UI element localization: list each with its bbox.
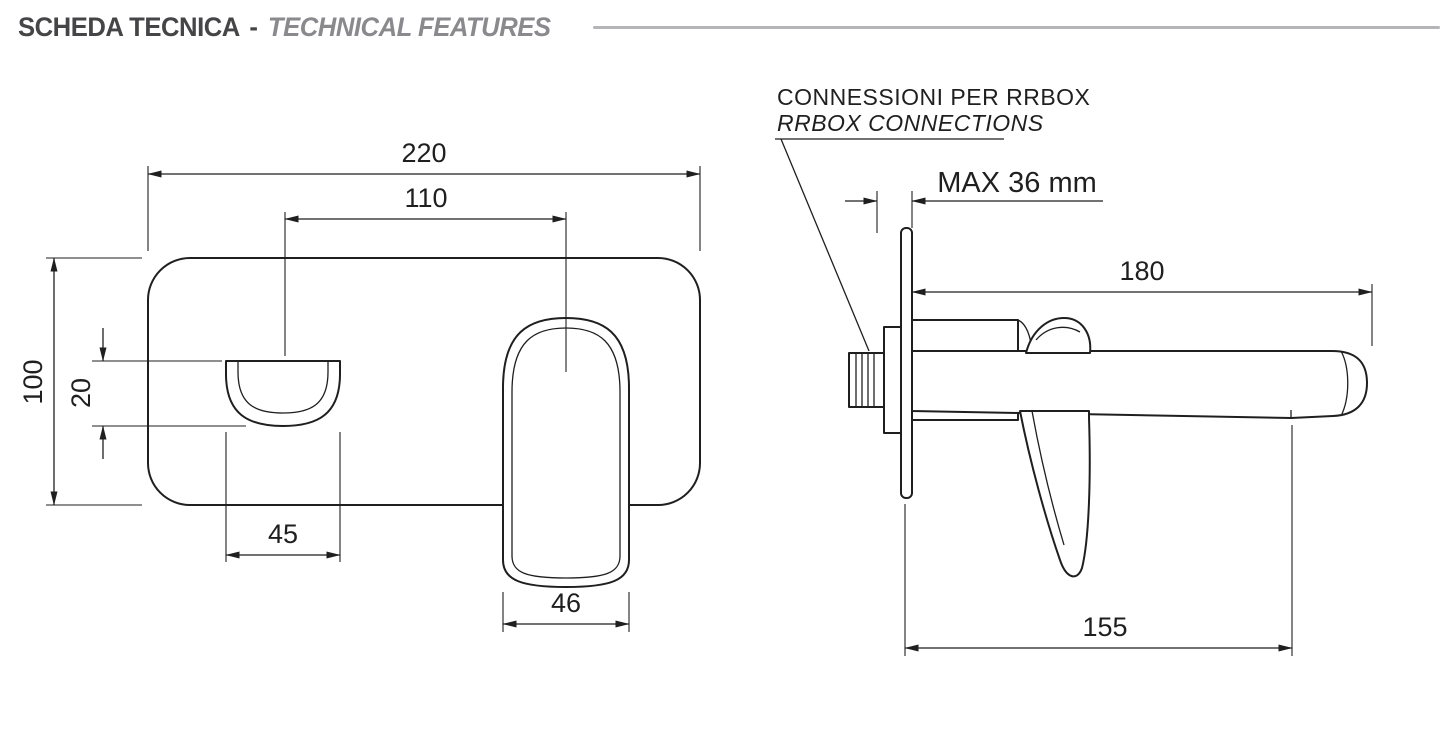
dim-spout-reach: 180 (911, 256, 1373, 346)
header: SCHEDA TECNICA - TECHNICAL FEATURES (18, 12, 1440, 43)
rrbox-connector (848, 326, 902, 434)
dim-plate-width-label: 220 (401, 138, 446, 168)
dim-max-wall-thickness: MAX 36 mm (845, 167, 1103, 233)
dim-handle-width: 46 (502, 588, 630, 632)
dim-centers-distance: 110 (284, 183, 567, 372)
rrbox-flange (883, 326, 902, 434)
side-spout-tip-curve (1340, 350, 1349, 417)
rrbox-thread-body (848, 352, 885, 408)
front-handle-outer (502, 317, 630, 588)
header-rule-line (592, 26, 1440, 29)
front-handle (502, 317, 630, 588)
dim-centers-distance-label: 110 (404, 183, 447, 213)
title-english: TECHNICAL FEATURES (267, 12, 551, 42)
dim-outlet-distance: 155 (904, 425, 1293, 656)
front-handle-inner (511, 327, 621, 579)
front-view: 220 110 100 20 (18, 138, 701, 632)
side-lever (1019, 317, 1092, 578)
rrbox-note-line2: RRBOX CONNECTIONS (777, 110, 1044, 136)
dim-spout-reach-label: 180 (1119, 256, 1164, 286)
front-spout-inner (237, 361, 329, 414)
front-spout (225, 360, 341, 427)
dim-spout-width-label: 45 (268, 519, 298, 549)
side-lever-top (1025, 317, 1092, 354)
side-wall-plate (900, 227, 913, 499)
dim-spout-height-label: 20 (66, 378, 96, 408)
side-spout-outline (911, 350, 1368, 419)
dim-spout-height: 20 (66, 328, 246, 459)
rrbox-note-leader-line (780, 138, 870, 352)
side-lever-top-detail (1035, 326, 1081, 341)
dim-outlet-distance-label: 155 (1082, 612, 1127, 642)
side-lever-blade (1019, 410, 1091, 578)
front-spout-outer (225, 360, 341, 427)
page-title: SCHEDA TECNICA - TECHNICAL FEATURES (18, 12, 551, 43)
dim-plate-height-label: 100 (18, 359, 48, 404)
side-view: CONNESSIONI PER RRBOX RRBOX CONNECTIONS … (775, 84, 1373, 656)
title-italian: SCHEDA TECNICA (18, 12, 239, 42)
rrbox-note-line1: CONNESSIONI PER RRBOX (777, 84, 1090, 110)
side-lever-blade-detail (1031, 410, 1065, 546)
side-spout (911, 350, 1368, 419)
rrbox-note: CONNESSIONI PER RRBOX RRBOX CONNECTIONS (775, 84, 1090, 352)
dim-spout-width: 45 (225, 432, 341, 562)
dim-plate-height: 100 (18, 257, 142, 506)
dim-plate-width: 220 (147, 138, 701, 251)
title-separator: - (249, 12, 258, 42)
dim-handle-width-label: 46 (551, 588, 581, 618)
dim-max-wall-label: MAX 36 mm (937, 167, 1097, 199)
